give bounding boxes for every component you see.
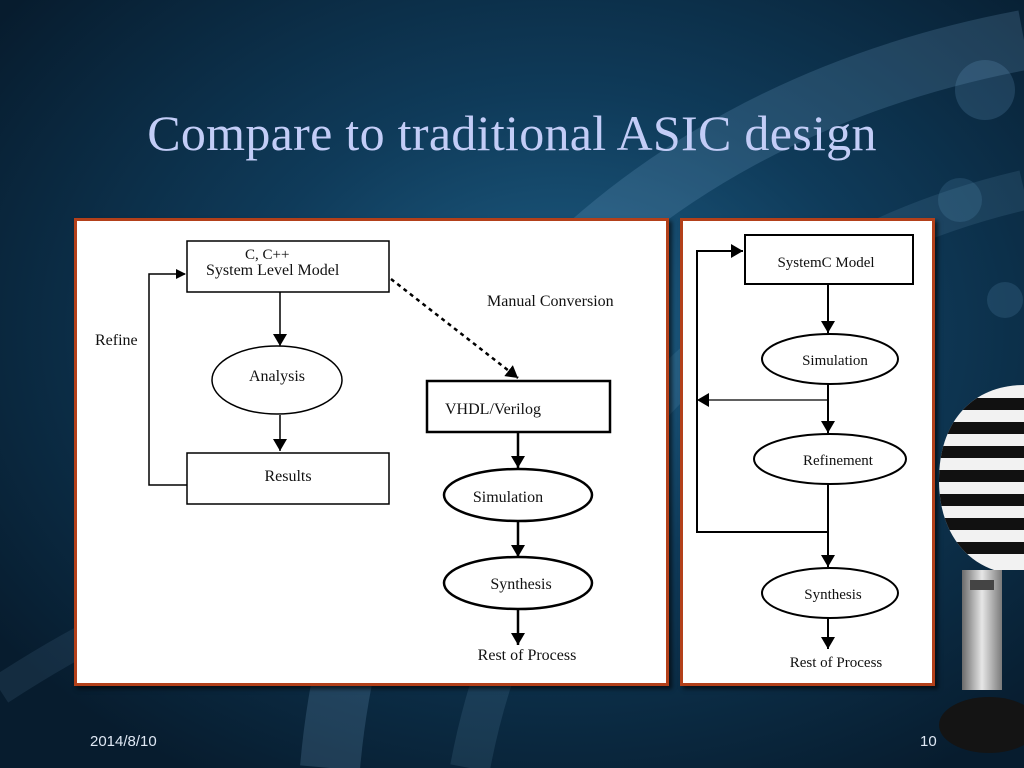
right-rest-label: Rest of Process — [790, 655, 883, 671]
system-level-model-label: System Level Model — [206, 262, 340, 279]
manual-conversion-arrow — [390, 278, 519, 379]
mic-neck — [970, 580, 994, 590]
refine-loop-line — [148, 269, 187, 486]
outer-refine-loop — [696, 244, 828, 533]
left-simulation-label: Simulation — [473, 489, 543, 506]
refinement-ellipse — [753, 433, 907, 485]
right-synthesis-label: Synthesis — [804, 587, 862, 603]
microphone-image — [939, 385, 1024, 753]
refinement-label: Refinement — [803, 453, 874, 469]
bokeh-1 — [955, 60, 1015, 120]
left-synthesis-label: Synthesis — [490, 576, 551, 593]
system-level-model-box — [186, 240, 390, 293]
bokeh-2 — [938, 178, 982, 222]
right-synthesis-ellipse — [761, 567, 899, 619]
systemc-model-box — [744, 234, 914, 285]
footer-date: 2014/8/10 — [90, 733, 157, 750]
traditional-flow-diagram: C, C++ System Level Model Refine Analysi… — [95, 240, 614, 664]
refine-label: Refine — [95, 332, 138, 349]
results-label: Results — [264, 468, 311, 485]
manual-conversion-label: Manual Conversion — [487, 293, 614, 310]
left-rest-label: Rest of Process — [478, 647, 577, 664]
systemc-model-label: SystemC Model — [777, 255, 874, 271]
results-box — [186, 452, 390, 505]
right-simulation-ellipse — [761, 333, 899, 385]
hdl-box — [425, 379, 612, 434]
footer-page-number: 10 — [920, 733, 937, 750]
analysis-ellipse — [211, 345, 343, 415]
systemc-flow-diagram: SystemC Model Simulation Refinement Synt… — [696, 234, 914, 671]
mic-base — [939, 697, 1024, 753]
analysis-label: Analysis — [249, 368, 305, 385]
slide-title: Compare to traditional ASIC design — [147, 105, 877, 161]
hdl-label: VHDL/Verilog — [445, 401, 541, 418]
systemc-flow-panel: SystemC Model Simulation Refinement Synt… — [680, 218, 935, 686]
right-simulation-label: Simulation — [802, 353, 868, 369]
system-model-lang-label: C, C++ — [245, 247, 289, 263]
bokeh-3 — [987, 282, 1023, 318]
traditional-flow-panel: C, C++ System Level Model Refine Analysi… — [74, 218, 669, 686]
